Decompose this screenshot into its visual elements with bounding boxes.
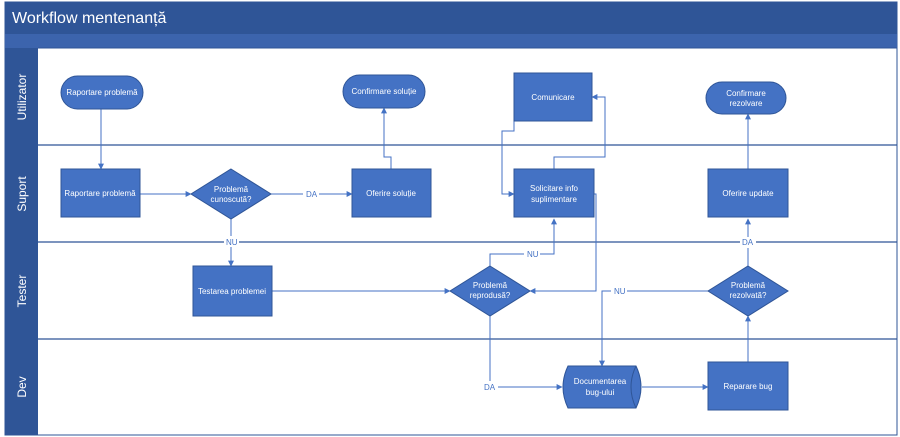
lane-label-utilizator: Utilizator	[15, 74, 29, 121]
edge-label-nu: NU	[226, 238, 238, 247]
title-bar	[5, 2, 897, 34]
edge-label-nu: NU	[527, 250, 539, 259]
node-comunicare	[513, 72, 593, 122]
edge-label-nu: NU	[614, 287, 626, 296]
node-problema-cunoscuta	[190, 168, 272, 220]
diagram-title: Workflow mentenanță	[12, 10, 167, 27]
edge-reprodusa-nu-to-solicitare	[489, 218, 557, 266]
node-problema-rezolvata	[707, 265, 789, 317]
node-label: Solicitare info	[530, 184, 579, 193]
title-bar-stripe	[5, 34, 897, 48]
edge-comunicare-to-solicitare	[501, 121, 515, 197]
edge-rezolvata-nu-to-documentare	[599, 290, 708, 367]
node-reparare-bug	[707, 361, 789, 411]
lane-header-suport	[5, 145, 38, 242]
node-label: Raportare problemă	[64, 189, 136, 198]
node-label: Oferire update	[722, 189, 774, 198]
edge-label-da: DA	[306, 190, 318, 199]
node-testarea-problemei	[192, 265, 273, 317]
node-label: Confirmare	[726, 89, 766, 98]
node-documentarea-bug	[562, 365, 642, 409]
node-raportare-suport	[60, 168, 141, 218]
edge-label-bg	[524, 249, 540, 260]
edge-label-bg	[482, 381, 498, 392]
node-label: bug-ului	[586, 388, 615, 397]
edge-label-bg	[303, 188, 319, 199]
lane-label-tester: Tester	[15, 275, 29, 308]
edge-label-da: DA	[484, 383, 496, 392]
node-label: Problemă	[731, 281, 766, 290]
node-label: Documentarea	[574, 377, 627, 386]
edge-solicitare-to-comunicare	[553, 94, 606, 169]
node-label: rezolvare	[730, 99, 763, 108]
node-label: Problemă	[473, 281, 508, 290]
node-label: rezolvată?	[730, 291, 767, 300]
node-label: reprodusă?	[470, 291, 511, 300]
edge-label-bg	[224, 236, 239, 247]
node-label: Problemă	[214, 185, 249, 194]
lane-header-tester	[5, 242, 38, 339]
node-oferire-solutie	[351, 168, 432, 218]
edge-label-bg	[611, 286, 627, 297]
node-confirmare-solutie	[342, 74, 426, 109]
node-label: Confirmare soluție	[352, 87, 417, 96]
node-problema-reprodusa	[449, 265, 531, 317]
node-label: suplimentare	[531, 195, 577, 204]
node-label: cunoscută?	[211, 195, 252, 204]
lane-header-dev	[5, 339, 38, 435]
node-confirmare-rezolvare	[705, 81, 787, 115]
edge-label-bg	[740, 237, 756, 248]
node-label: Reparare bug	[724, 382, 773, 391]
node-oferire-update	[707, 168, 789, 218]
lane-label-dev: Dev	[15, 376, 29, 397]
node-raportare-utilizator	[60, 75, 144, 110]
edge-solutie-to-confirmare	[381, 107, 392, 169]
node-label: Oferire soluție	[366, 189, 416, 198]
edge-solicitare-to-reprodusa	[529, 193, 597, 294]
lane-header-utilizator	[5, 48, 38, 145]
node-label: Raportare problemă	[66, 88, 138, 97]
node-label: Testarea problemei	[198, 287, 266, 296]
node-label: Comunicare	[531, 93, 575, 102]
edge-label-da: DA	[742, 238, 754, 247]
node-solicitare-info	[513, 168, 595, 218]
lane-label-suport: Suport	[15, 176, 29, 212]
